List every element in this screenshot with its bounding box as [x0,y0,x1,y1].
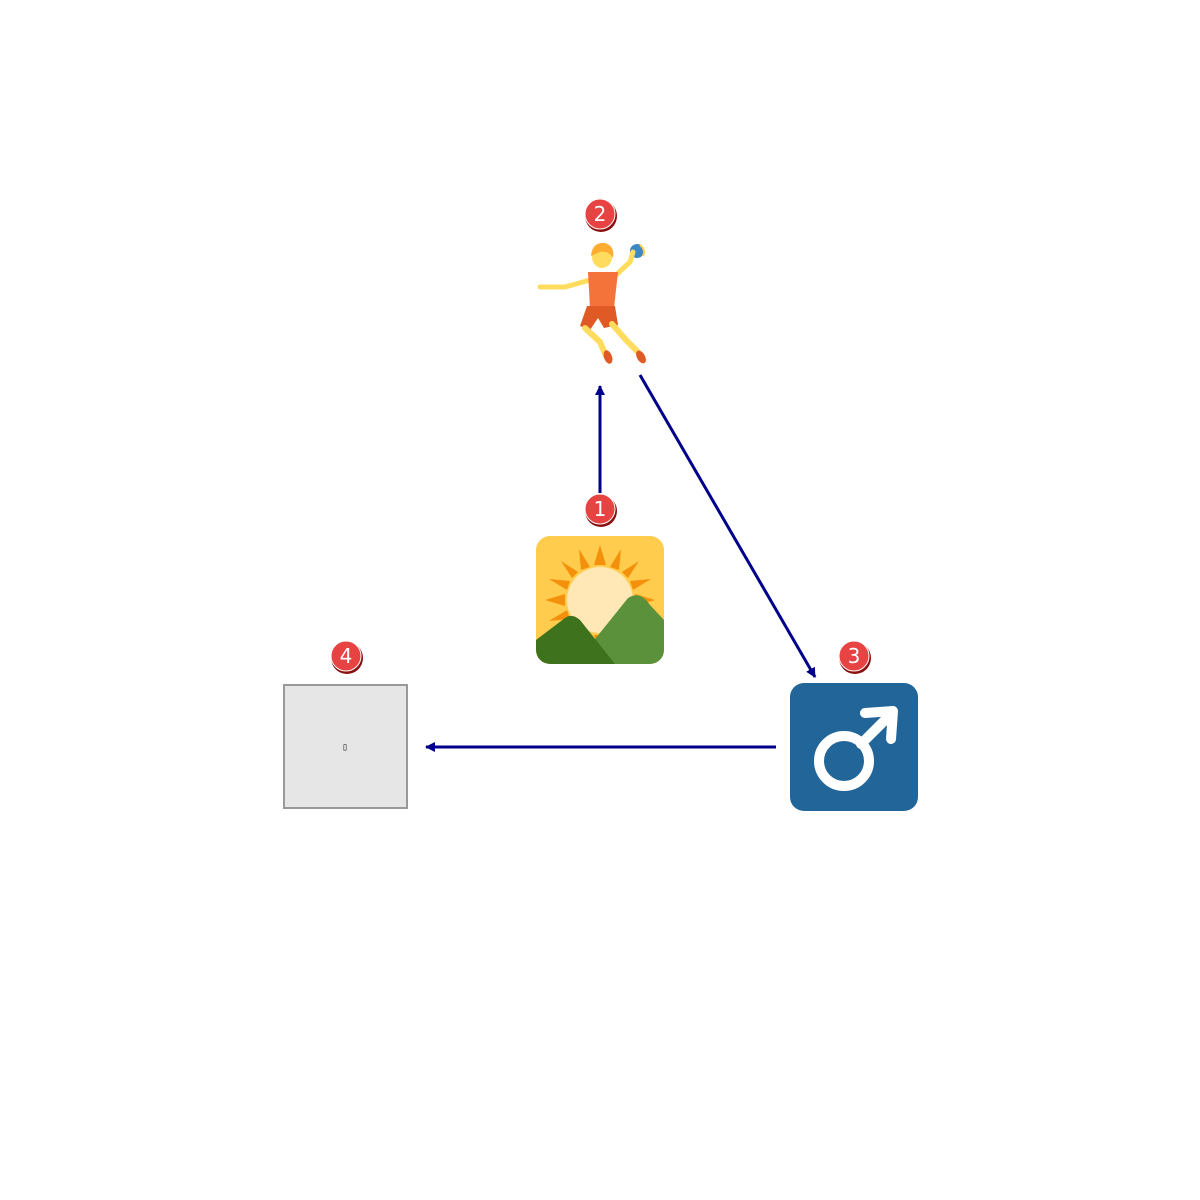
badge-2: 2 [584,198,617,232]
badge-4: 4 [330,640,363,674]
person-playing-handball-icon [537,242,646,364]
badge-4-label: 4 [340,644,353,668]
missing-glyph-icon: ▯ [283,684,408,809]
male-sign-icon [790,683,918,811]
badge-3: 3 [838,640,871,674]
badge-1-label: 1 [594,497,607,521]
badge-1: 1 [584,493,617,527]
edge-2-to-3 [638,374,817,678]
missing-glyph-text: ▯ [342,742,348,753]
badge-3-label: 3 [848,644,861,668]
sunrise-over-mountains-icon [536,536,664,664]
edges [425,374,817,752]
badge-2-label: 2 [594,202,607,226]
